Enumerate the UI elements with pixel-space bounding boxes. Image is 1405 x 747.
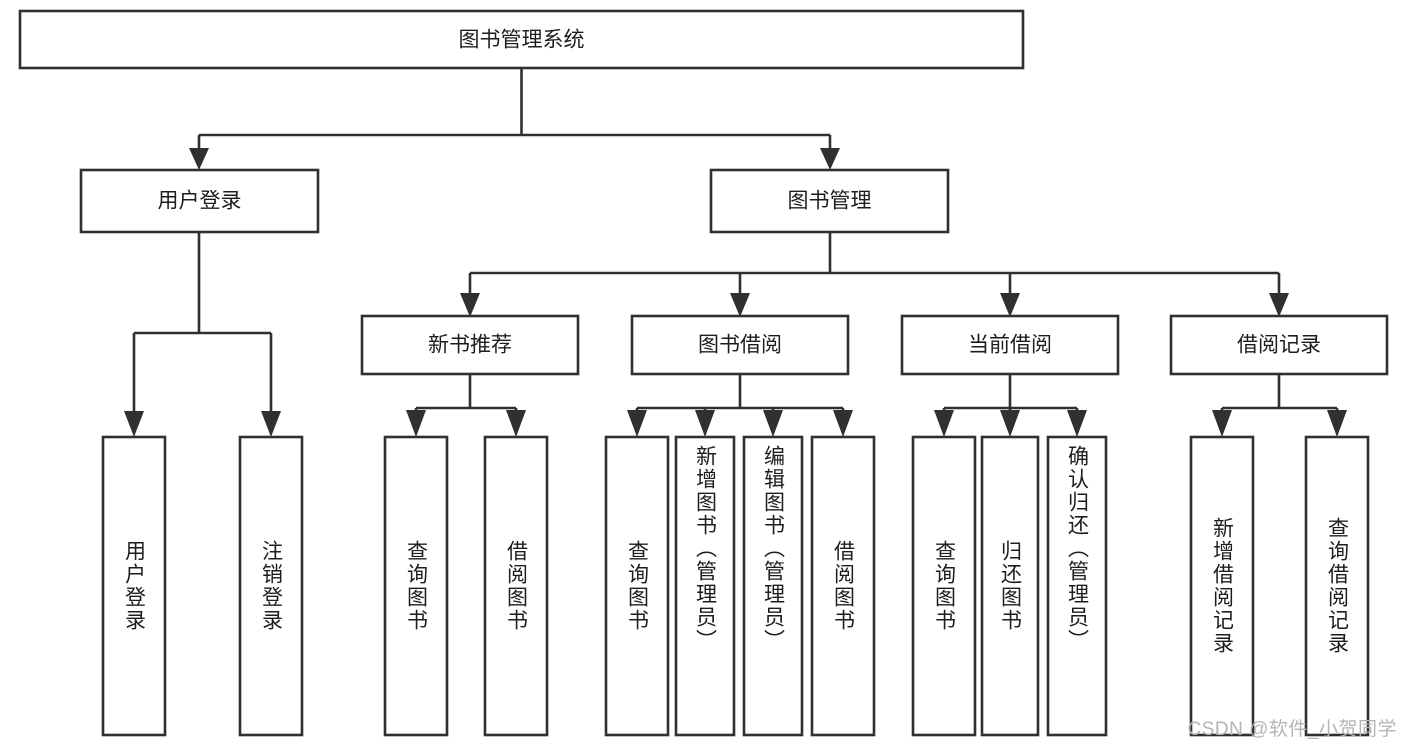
arrow-head-leaf-logout-login	[261, 411, 281, 437]
node-box-root[interactable]	[18, 9, 1025, 70]
arrow-head-leaf-borrow-book-1	[506, 410, 526, 437]
arrow-head-leaf-query-book-1	[406, 410, 426, 437]
arrow-head-leaf-query-record	[1327, 410, 1347, 437]
arrow-head-leaf-confirm-return	[1067, 410, 1087, 437]
node-box-leaf-borrow-book-2[interactable]	[810, 435, 876, 737]
node-box-new-book-recommend[interactable]	[360, 314, 580, 376]
node-box-leaf-query-record[interactable]	[1304, 435, 1370, 737]
arrow-head-leaf-return-book	[1000, 410, 1020, 437]
node-box-book-management[interactable]	[709, 168, 950, 234]
node-box-current-borrow[interactable]	[900, 314, 1120, 376]
node-label-book-borrow: 图书借阅	[698, 334, 782, 357]
node-box-leaf-return-book[interactable]	[980, 435, 1040, 737]
node-label-book-management: 图书管理	[788, 190, 872, 213]
arrow-head-book-borrow	[730, 293, 750, 317]
arrow-head-current-borrow	[1000, 293, 1020, 317]
arrow-head-leaf-add-book	[695, 410, 715, 437]
node-box-leaf-query-book-1[interactable]	[383, 435, 449, 737]
node-box-book-borrow[interactable]	[630, 314, 850, 376]
node-label-borrow-record: 借阅记录	[1237, 334, 1321, 357]
arrow-head-leaf-add-record	[1212, 410, 1232, 437]
node-box-borrow-record[interactable]	[1169, 314, 1389, 376]
watermark-text: CSDN @软件_小贺同学	[1187, 719, 1397, 740]
node-box-leaf-logout-login[interactable]	[238, 435, 304, 737]
arrow-head-leaf-edit-book	[763, 410, 783, 437]
connector-layer	[124, 68, 1347, 437]
node-box-leaf-confirm-return[interactable]	[1046, 435, 1108, 737]
node-label-root: 图书管理系统	[459, 29, 585, 52]
node-box-leaf-query-book-2[interactable]	[604, 435, 670, 737]
node-box-leaf-add-book[interactable]	[674, 435, 736, 737]
arrow-head-borrow-record	[1269, 293, 1289, 317]
node-box-leaf-query-book-3[interactable]	[911, 435, 977, 737]
arrow-head-leaf-query-book-3	[934, 410, 954, 437]
node-box-leaf-user-login[interactable]	[101, 435, 167, 737]
node-label-current-borrow: 当前借阅	[968, 334, 1052, 357]
node-label-user-login: 用户登录	[158, 190, 242, 213]
arrow-head-leaf-query-book-2	[627, 410, 647, 437]
node-layer: 图书管理系统 用户登录 图书管理 新书推荐 图书借阅 当前借阅 借阅记录	[18, 9, 1389, 737]
arrow-head-book-management	[820, 148, 840, 170]
node-label-new-book-recommend: 新书推荐	[428, 334, 512, 357]
arrow-head-user-login	[189, 148, 209, 170]
arrow-head-leaf-user-login	[124, 411, 144, 437]
node-box-user-login[interactable]	[79, 168, 320, 234]
arrow-head-new-book-recommend	[460, 293, 480, 317]
arrow-head-leaf-borrow-book-2	[833, 410, 853, 437]
node-box-leaf-add-record[interactable]	[1189, 435, 1255, 737]
node-box-leaf-edit-book[interactable]	[742, 435, 804, 737]
node-box-leaf-borrow-book-1[interactable]	[483, 435, 549, 737]
